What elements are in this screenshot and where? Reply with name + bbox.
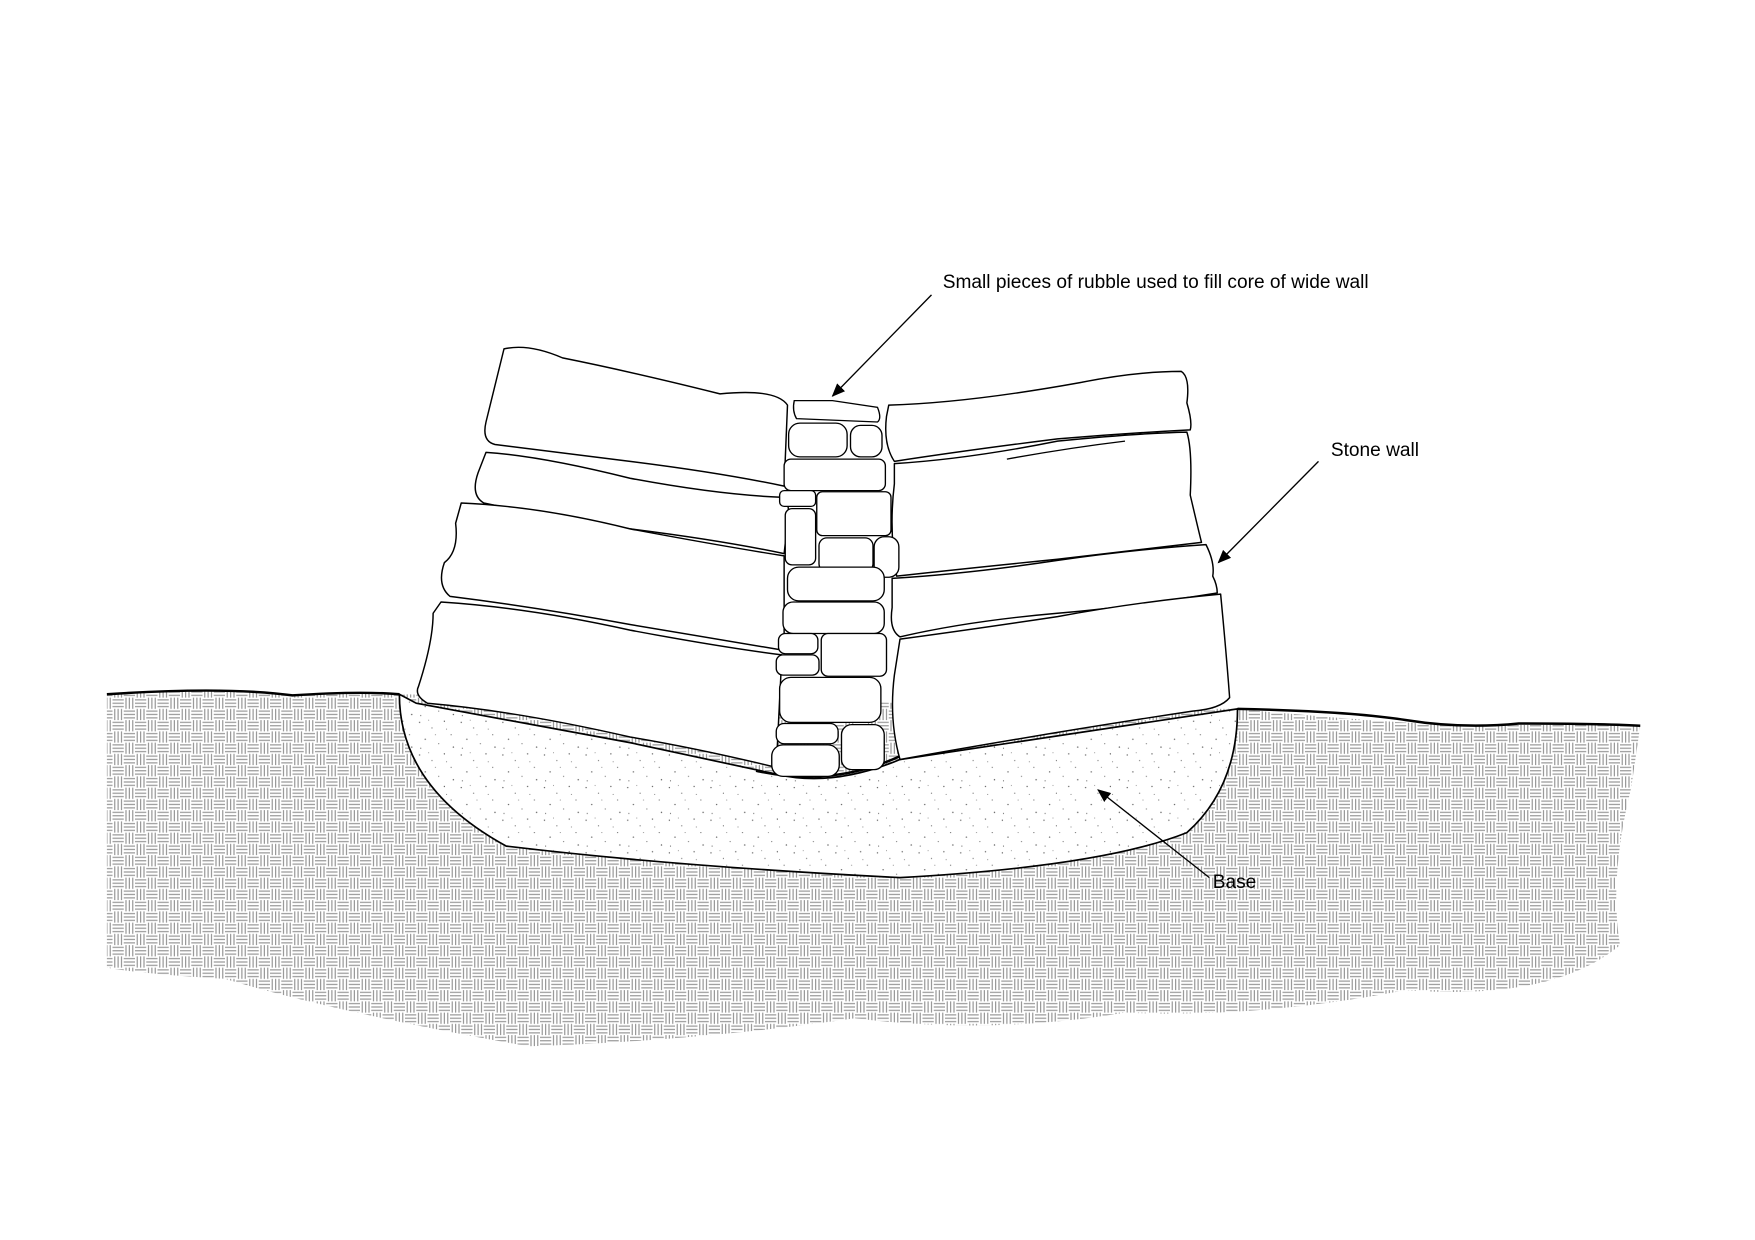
base-leader-arrow	[1097, 789, 1210, 879]
rubble-leader-arrow	[831, 294, 932, 397]
stone	[890, 543, 1218, 638]
rubble-stone	[840, 723, 885, 771]
stone	[484, 346, 789, 487]
rubble-stone	[792, 399, 881, 423]
rubble-stone	[786, 566, 885, 602]
rubble-stone	[775, 654, 820, 676]
rubble-stone	[787, 422, 848, 458]
base-label: Base	[1213, 872, 1257, 893]
stone	[884, 370, 1192, 463]
rubble-stone	[849, 424, 883, 458]
rubble-stone	[816, 491, 892, 537]
rubble-stone	[775, 722, 839, 745]
stone	[891, 593, 1231, 761]
rubble-stone	[777, 632, 819, 655]
stone-wall-leader-arrow	[1217, 460, 1319, 564]
rubble-stone	[778, 489, 817, 508]
left-wall-face	[416, 346, 790, 769]
stone-crack	[1006, 440, 1126, 460]
rubble-stone	[820, 632, 888, 677]
rubble-stone	[873, 536, 900, 578]
rubble-stone	[782, 601, 885, 635]
rubble-stone	[778, 676, 882, 724]
ground-surface-line	[106, 689, 1641, 727]
stone	[891, 431, 1203, 577]
right-wall-face	[884, 370, 1231, 761]
stone	[440, 502, 785, 652]
rubble-label: Small pieces of rubble used to fill core…	[943, 272, 1369, 293]
stone-wall-label: Stone wall	[1331, 440, 1419, 461]
rubble-stone	[771, 744, 840, 778]
stone	[416, 601, 783, 769]
rubble-stone	[784, 507, 817, 566]
base-layer	[398, 692, 1239, 879]
rubble-stone	[783, 458, 887, 492]
rubble-core	[771, 399, 900, 778]
